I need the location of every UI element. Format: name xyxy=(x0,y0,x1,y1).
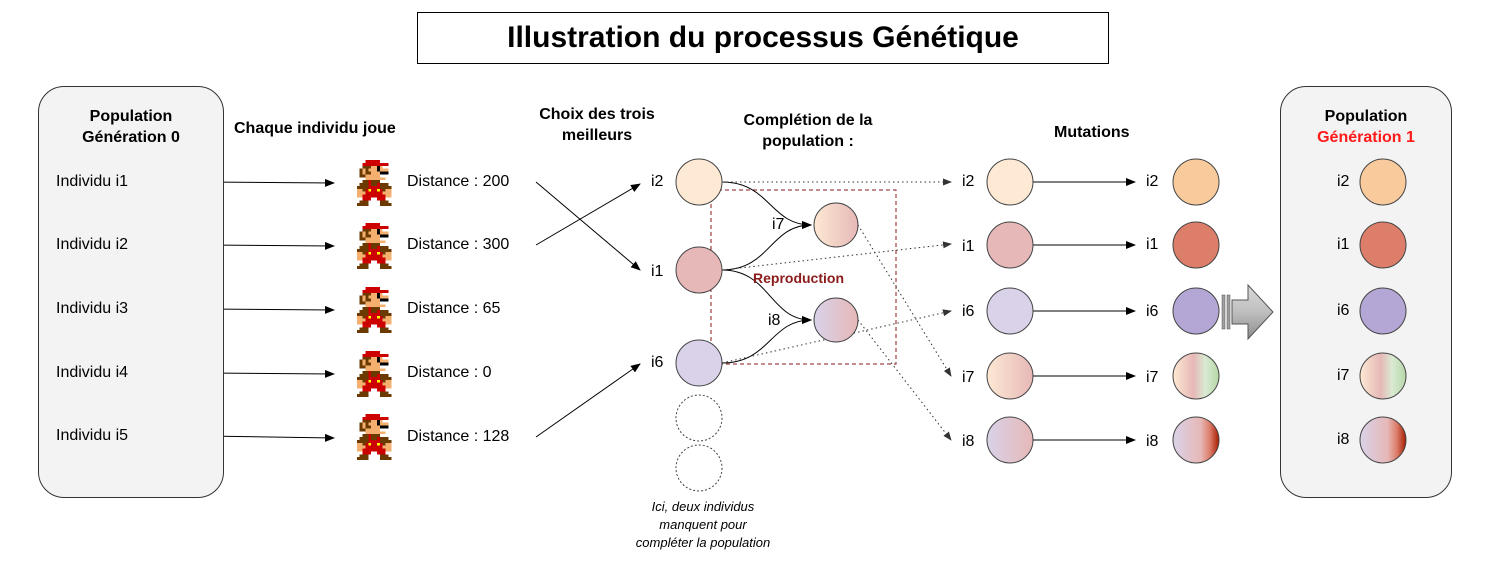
selected-label: i6 xyxy=(651,354,664,371)
mutated-label: i7 xyxy=(1146,369,1159,386)
population-label: i1 xyxy=(962,238,975,255)
mutated-label: i2 xyxy=(1146,173,1159,190)
distance-label: Distance : 0 xyxy=(407,364,492,381)
individual-i3-label: Individu i3 xyxy=(56,300,129,317)
distance-label: Distance : 128 xyxy=(407,428,510,445)
selected-i6-circle xyxy=(675,339,723,387)
selected-i1-circle xyxy=(675,246,723,294)
mutation-arrows xyxy=(1033,178,1136,444)
child-label: i8 xyxy=(768,312,781,329)
mutated-population-circles xyxy=(1172,158,1220,464)
mutations-header: Mutations xyxy=(1054,124,1130,141)
generation0-title: Population Génération 0 xyxy=(82,108,180,146)
selected-i2-circle xyxy=(675,158,723,206)
distance-label: Distance : 300 xyxy=(407,236,510,253)
generation1-label: i8 xyxy=(1337,431,1350,448)
mario-sprite-icon xyxy=(356,351,392,397)
children-circles xyxy=(813,202,859,343)
selection-header: Choix des trois meilleurs xyxy=(539,106,655,144)
population-label: i2 xyxy=(962,173,975,190)
generation1-title: Population Génération 1 xyxy=(1317,108,1415,146)
population-label: i7 xyxy=(962,369,975,386)
selection-arrows xyxy=(535,181,641,438)
population-label: i6 xyxy=(962,303,975,320)
generation1-label: i6 xyxy=(1337,302,1350,319)
mutated-label: i1 xyxy=(1146,236,1159,253)
completed-population-circles xyxy=(986,158,1034,464)
mutated-label: i8 xyxy=(1146,433,1159,450)
generation0-panel xyxy=(38,86,224,498)
distance-label: Distance : 65 xyxy=(407,300,501,317)
generation1-label: i7 xyxy=(1337,367,1350,384)
mario-sprite-icon xyxy=(356,414,392,460)
mario-sprite-icon xyxy=(356,160,392,206)
mutated-label: i6 xyxy=(1146,303,1159,320)
generation1-label: i2 xyxy=(1337,173,1350,190)
individual-i1-label: Individu i1 xyxy=(56,173,129,190)
completion-header: Complétion de la population : xyxy=(743,112,873,150)
population-label: i8 xyxy=(962,433,975,450)
missing-individuals-note: Ici, deux individus manquent pour complé… xyxy=(635,499,771,550)
selected-label: i2 xyxy=(651,173,664,190)
child-i7-circle xyxy=(813,202,859,248)
selected-label: i1 xyxy=(651,263,664,280)
individual-i5-label: Individu i5 xyxy=(56,427,129,444)
generation1-label: i1 xyxy=(1337,236,1350,253)
generation1-circles xyxy=(1359,158,1407,464)
mario-sprite-icon xyxy=(356,223,392,269)
mario-sprite-icon xyxy=(356,287,392,333)
child-label: i7 xyxy=(772,216,785,233)
play-header: Chaque individu joue xyxy=(234,120,396,137)
distance-label: Distance : 200 xyxy=(407,173,510,190)
individual-i2-label: Individu i2 xyxy=(56,236,129,253)
next-generation-arrow xyxy=(1221,283,1274,341)
reproduction-label: Reproduction xyxy=(753,270,844,286)
individual-i4-label: Individu i4 xyxy=(56,364,129,381)
missing-individual-circles xyxy=(675,394,723,492)
play-arrows xyxy=(203,178,335,442)
selected-circles xyxy=(675,158,723,387)
child-i8-circle xyxy=(813,297,859,343)
diagram-title: Illustration du processus Génétique xyxy=(417,12,1109,64)
